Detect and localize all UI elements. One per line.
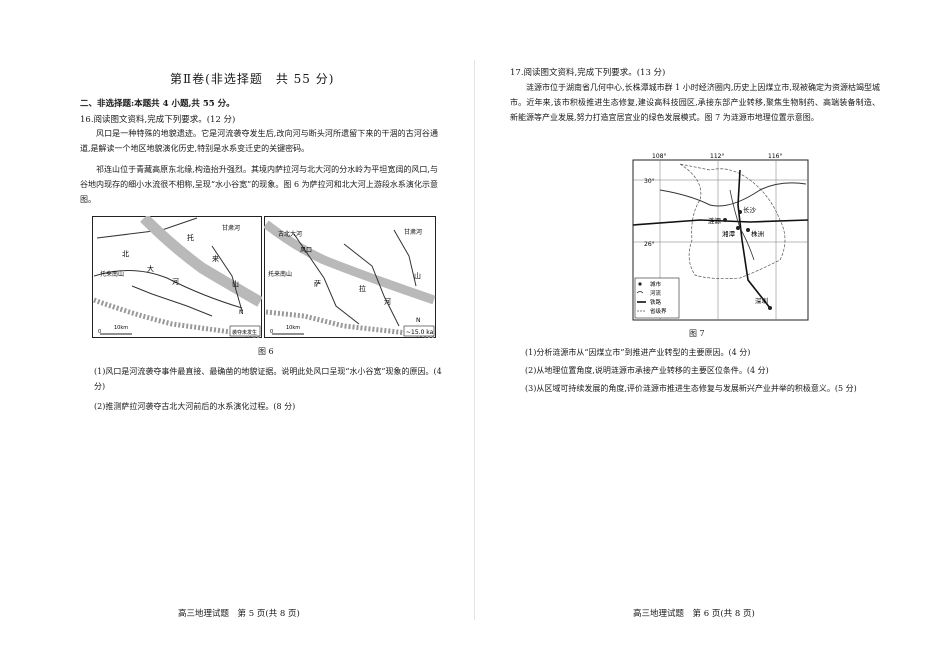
figure-6-caption: 图 6	[258, 347, 274, 356]
left-footer: 高三地理试题 第 5 页(共 8 页)	[178, 609, 300, 619]
q16-sub1: (1)风口是河流袭夺事件最直接、最确凿的地貌证据。说明此处风口呈现“水小谷宽”现…	[94, 367, 442, 391]
map-b-tag: ~15.0 ka	[406, 329, 434, 336]
map-a-tag: 袭夺未发生	[232, 329, 257, 336]
map-7-legend: 城市 河流 铁路 省级界	[634, 277, 680, 319]
figure-6-map-before: 托来南山 托 来 山 北 大 河 甘肃河 0 10km N 袭夺未发生	[92, 216, 262, 338]
map-7-lon-112: 112°	[710, 153, 724, 160]
map-a-scale: 10km	[114, 325, 128, 331]
map-b-north: N	[416, 317, 421, 324]
map-a-label-tuo: 托	[187, 233, 194, 242]
map-7-lon-116: 116°	[768, 153, 782, 160]
map-7-lon-108: 108°	[652, 153, 666, 160]
map-b-label-tuolainanshan: 托来南山	[268, 270, 292, 278]
map-a-label-lai: 来	[212, 255, 219, 263]
map-7-city-xiangtan: 湘潭	[722, 229, 736, 238]
map-7-lat-30: 30°	[644, 178, 655, 185]
map-b-label-sa: 萨	[314, 279, 321, 288]
q16-para1: 风口是一种特殊的地貌遗迹。它是河流袭夺发生后,改向河与断头河所遗留下来的干涸的古…	[80, 129, 438, 153]
q16-sub2: (2)推测萨拉河袭夺古北大河前后的水系演化过程。(8 分)	[94, 402, 296, 411]
section-title: 第Ⅱ卷(非选择题 共 55 分)	[170, 72, 335, 86]
map-b-label-gubeidahe: 古北大河	[278, 230, 302, 238]
map-7-city-changsha: 长沙	[743, 205, 757, 214]
q17-sub2: (2)从地理位置角度,说明涟源市承接产业转移的主要区位条件。(4 分)	[525, 366, 769, 375]
map-a-label-tuolainanshan: 托来南山	[100, 270, 124, 278]
map-a-label-he: 河	[172, 278, 179, 286]
map-b-label-gansuhe: 甘肃河	[404, 228, 422, 236]
q17-para: 涟源市位于湖南省几何中心,长株潭城市群 1 小时经济圈内,历史上因煤立市,现被确…	[510, 83, 880, 122]
right-page: 17.阅读图文资料,完成下列要求。(13 分) 涟源市位于湖南省几何中心,长株潭…	[475, 0, 950, 663]
q16-para2: 祁连山位于青藏高原东北缘,构造抬升强烈。其境内萨拉河与北大河的分水岭为平坦宽阔的…	[80, 165, 438, 204]
map-b-scale: 10km	[286, 325, 300, 331]
map-a-label-gansuhe: 甘肃河	[222, 224, 240, 232]
right-footer: 高三地理试题 第 6 页(共 8 页)	[633, 609, 755, 619]
legend-railway: 铁路	[650, 298, 662, 306]
page-divider	[474, 60, 475, 620]
map-a-label-shan: 山	[232, 279, 239, 288]
map-b-label-fengkou: 风口	[300, 247, 312, 254]
map-7-city-shenzhen: 深圳	[755, 296, 768, 305]
map-a-label-bei: 北	[122, 250, 129, 258]
map-7-city-zhuzhou: 株洲	[751, 229, 764, 238]
map-a-scale-zero: 0	[98, 329, 101, 335]
map-a-label-da: 大	[147, 264, 154, 273]
q17-sub1: (1)分析涟源市从“因煤立市”到推进产业转型的主要原因。(4 分)	[525, 348, 751, 357]
legend-river: 河流	[650, 289, 662, 297]
map-7-lat-26: 26°	[644, 241, 655, 248]
map-b-scale-zero: 0	[270, 329, 273, 335]
q17-sub3: (3)从区域可持续发展的角度,评价涟源市推进生态修复与发展新兴产业并举的积极意义…	[525, 384, 857, 393]
figure-7-map: 30° 26° 108° 112° 116° 涟源 长沙 湘潭 株洲 深圳 城市…	[632, 153, 809, 321]
part-heading: 二、非选择题:本题共 4 小题,共 55 分。	[80, 99, 235, 109]
left-page: 第Ⅱ卷(非选择题 共 55 分) 二、非选择题:本题共 4 小题,共 55 分。…	[80, 72, 442, 619]
figure-6-map-after: 古北大河 萨 拉 河 风口 甘肃河 山 托来南山 0 10km N ~15.0 …	[264, 216, 436, 338]
q16-intro: 16.阅读图文资料,完成下列要求。(12 分)	[80, 115, 236, 125]
map-a-north: N	[239, 309, 244, 316]
map-b-label-shan: 山	[414, 271, 421, 280]
q17-intro: 17.阅读图文资料,完成下列要求。(13 分)	[510, 68, 666, 78]
figure-7-caption: 图 7	[689, 329, 705, 338]
legend-provincial-boundary: 省级界	[650, 307, 667, 315]
legend-city: 城市	[650, 280, 662, 288]
map-b-label-la: 拉	[359, 284, 366, 293]
map-b-label-he: 河	[384, 298, 391, 306]
map-7-city-lianyuan: 涟源	[708, 216, 722, 225]
